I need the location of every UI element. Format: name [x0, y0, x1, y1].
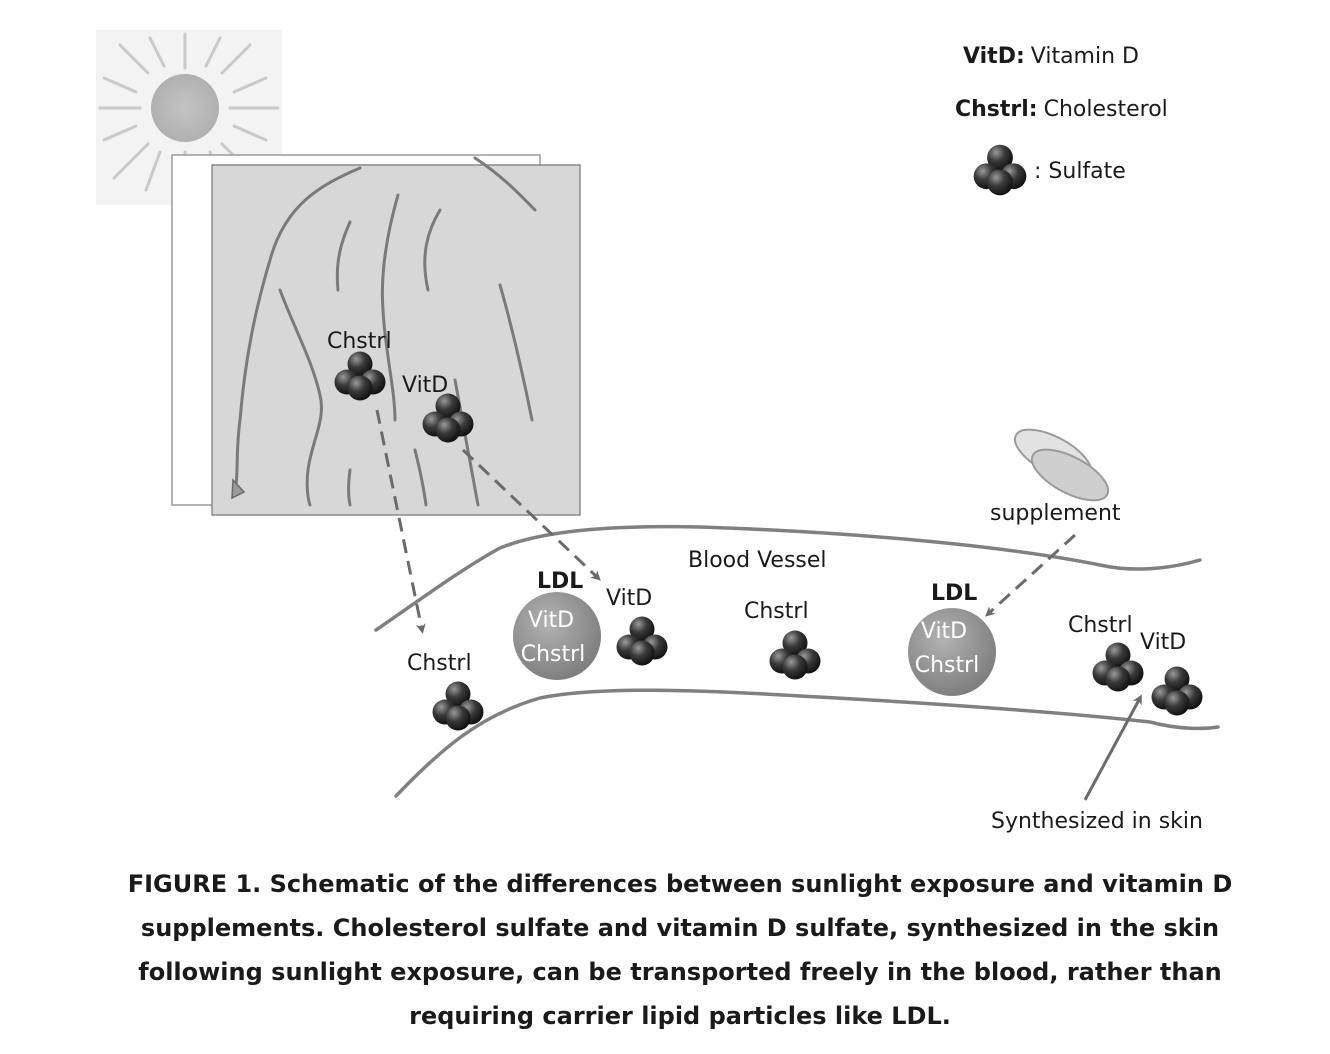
free-chstrl-label-1: Chstrl	[407, 651, 472, 676]
ldl2-chstrl-label: Chstrl	[915, 653, 980, 678]
supplement-label: supplement	[990, 501, 1121, 526]
figure-diagram: VitD Chstrl VitD Chstrl VitD:Vitamin D C…	[96, 30, 1220, 834]
ldl-particle-1: VitD Chstrl	[513, 592, 601, 680]
transport-arrows	[375, 409, 1077, 634]
ldl1-title: LDL	[537, 569, 583, 594]
free-chstrl-label-2: Chstrl	[744, 599, 809, 624]
legend: VitD:Vitamin D Chstrl:Cholesterol : Sulf…	[955, 44, 1168, 184]
supplement-pills-icon	[1013, 428, 1110, 502]
sulfate-molecule-icon	[769, 630, 821, 680]
svg-text:Chstrl:Cholesterol: Chstrl:Cholesterol	[955, 97, 1168, 122]
sulfate-molecule-icon	[616, 616, 668, 666]
legend-vitd-key: VitD:	[963, 44, 1025, 69]
legend-chstrl-key: Chstrl:	[955, 97, 1038, 122]
synthesized-in-skin-label: Synthesized in skin	[991, 809, 1203, 834]
figure-caption: FIGURE 1. Schematic of the differences b…	[127, 870, 1233, 1030]
free-chstrl-label-3: Chstrl	[1068, 613, 1133, 638]
free-vitd-label-3: VitD	[1140, 630, 1186, 655]
legend-chstrl-value: Cholesterol	[1044, 97, 1168, 122]
blood-vessel	[374, 524, 1220, 798]
free-vitd-label-1: VitD	[606, 586, 652, 611]
ldl2-vitd-label: VitD	[921, 619, 967, 644]
human-back-icon	[171, 154, 581, 516]
ldl1-chstrl-label: Chstrl	[521, 642, 586, 667]
skin-chstrl-label: Chstrl	[327, 329, 392, 354]
ldl-particle-2: VitD Chstrl	[908, 608, 996, 696]
sulfate-molecule-icon	[1092, 642, 1144, 692]
legend-vitd-value: Vitamin D	[1031, 44, 1139, 69]
legend-sulfate-label: : Sulfate	[1034, 159, 1126, 184]
synthesis-arrow	[1083, 694, 1142, 801]
skin-vitd-label: VitD	[402, 373, 448, 398]
sulfate-molecule-icon	[1151, 666, 1203, 716]
svg-text:VitD:Vitamin D: VitD:Vitamin D	[963, 44, 1139, 69]
sulfate-molecule-icon	[973, 144, 1027, 196]
ldl1-vitd-label: VitD	[528, 608, 574, 633]
ldl2-title: LDL	[931, 581, 977, 606]
sulfate-molecule-icon	[432, 681, 484, 731]
blood-vessel-label: Blood Vessel	[688, 548, 827, 573]
